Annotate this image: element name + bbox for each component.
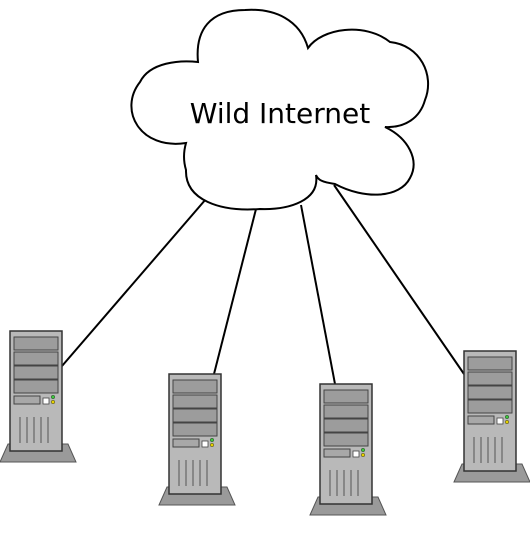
server-tower-icon — [309, 383, 387, 516]
server-tower-icon — [453, 350, 530, 483]
server-tower-icon — [0, 330, 77, 463]
connections — [61, 184, 465, 385]
server-tower-icon — [158, 373, 236, 506]
server-3 — [309, 383, 387, 516]
connection-line-3 — [300, 204, 336, 385]
internet-cloud: Wild Internet — [130, 8, 430, 211]
connection-line-2 — [213, 208, 257, 375]
server-4 — [453, 350, 530, 483]
server-2 — [158, 373, 236, 506]
connection-line-1 — [61, 198, 207, 367]
connection-line-4 — [333, 184, 465, 375]
server-1 — [0, 330, 77, 463]
cloud-shape — [130, 8, 430, 211]
cloud-label: Wild Internet — [190, 97, 371, 130]
